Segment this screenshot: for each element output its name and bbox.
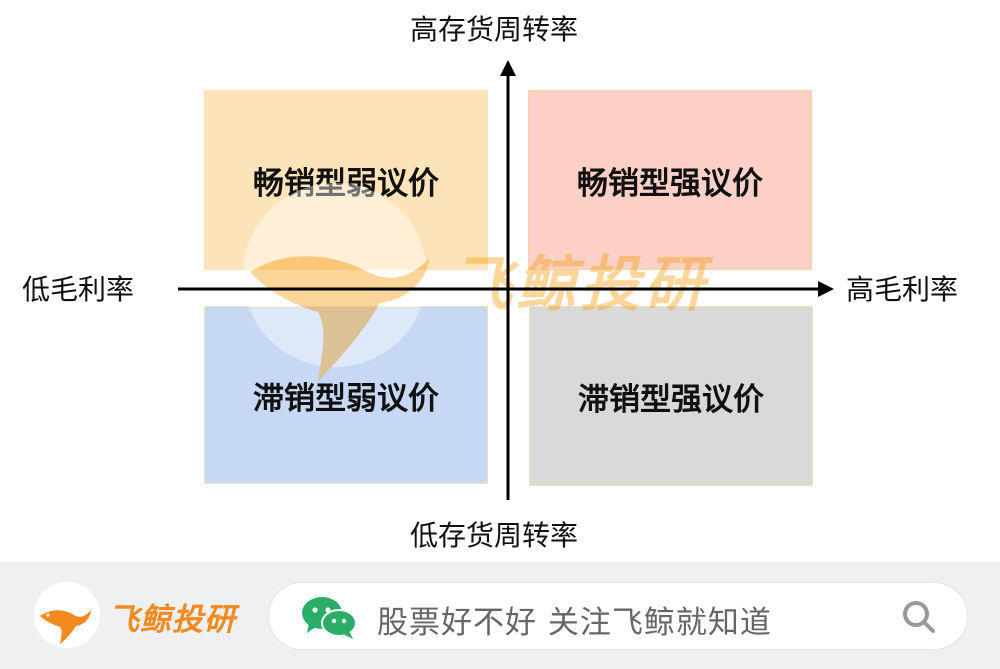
- search-icon[interactable]: [901, 599, 937, 635]
- wechat-icon: [302, 597, 357, 639]
- brand-logo[interactable]: [34, 582, 100, 648]
- axis-label-top: 高存货周转率: [410, 13, 579, 46]
- quadrant-bottom-left: 滞销型弱议价: [204, 306, 488, 484]
- axis-label-bottom: 低存货周转率: [410, 519, 579, 552]
- whale-logo-icon: [40, 610, 91, 644]
- axis-label-right: 高毛利率: [846, 273, 959, 306]
- quadrant-bottom-right-label: 滞销型强议价: [578, 381, 764, 418]
- horizontal-axis-arrow: [818, 281, 834, 297]
- brand-name: 飞鲸投研: [108, 602, 236, 638]
- watermark-circle: [243, 183, 427, 367]
- watermark: 飞鲸投研: [243, 183, 714, 382]
- axis-label-left: 低毛利率: [22, 273, 135, 306]
- axes-and-watermark: 飞鲸投研: [178, 60, 834, 500]
- search-text: 股票好不好 关注飞鲸就知道: [377, 605, 772, 641]
- quadrant-top-left-label: 畅销型弱议价: [253, 165, 439, 202]
- quadrant-bottom-right: 滞销型强议价: [529, 306, 813, 486]
- watermark-text: 飞鲸投研: [452, 250, 714, 320]
- search-bar[interactable]: 股票好不好 关注飞鲸就知道: [268, 582, 968, 650]
- quadrant-top-right-label: 畅销型强议价: [577, 165, 763, 202]
- vertical-axis-arrow: [500, 60, 516, 76]
- quadrant-top-right: 畅销型强议价: [528, 90, 812, 270]
- quadrant-diagram: 畅销型弱议价 畅销型强议价 滞销型弱议价 滞销型强议价 飞鲸投研 高存货周转率 …: [22, 13, 959, 552]
- quadrant-top-left: 畅销型弱议价: [204, 90, 488, 270]
- footer-bar: 飞鲸投研 股票好不好 关注飞鲸就知道: [0, 562, 1000, 669]
- quadrant-bottom-left-label: 滞销型弱议价: [253, 380, 439, 417]
